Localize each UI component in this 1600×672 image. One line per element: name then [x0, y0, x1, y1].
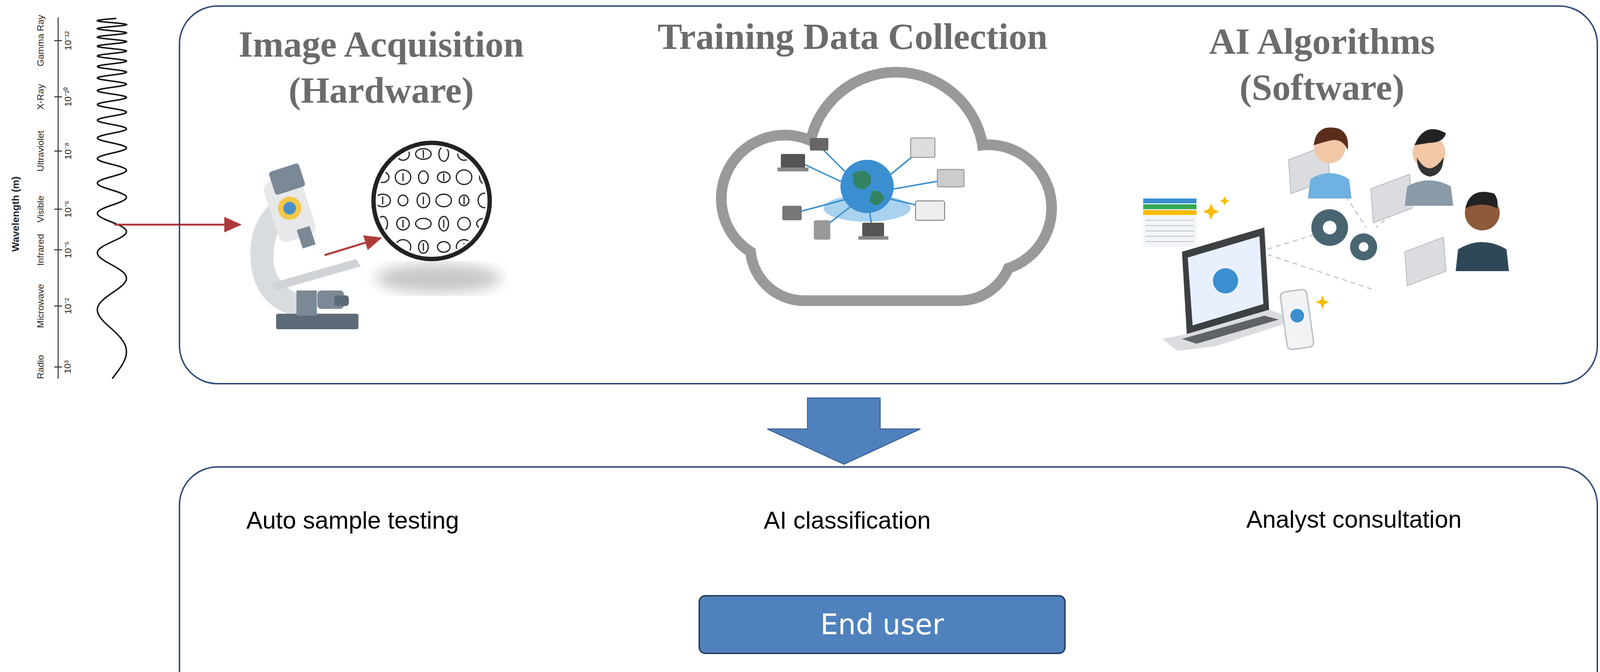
wavelength-value: 10⁻⁸: [61, 142, 75, 160]
band-name: Infrared: [35, 233, 47, 266]
band-name: Visible: [35, 195, 47, 223]
network-icon: [777, 138, 964, 240]
wavelength-value: 10⁻²: [61, 297, 75, 314]
band-name: Microwave: [35, 284, 47, 329]
bottom-panel: Auto sample testing AI classification Anal…: [178, 466, 1599, 672]
axis-title: Wavelength (m): [9, 176, 22, 252]
light-arrow: [114, 223, 240, 226]
output-label: Auto sample testing: [246, 506, 459, 535]
section-heading: Training Data Collection: [657, 13, 1048, 60]
cloud: [726, 77, 1047, 296]
band-name: Radio: [35, 355, 47, 380]
wavelength-value: 10⁻¹²: [61, 31, 75, 51]
seed-shapes: [374, 146, 493, 255]
magnify-arrow: [324, 238, 381, 256]
wavelength-value: 10⁻⁵: [61, 241, 75, 259]
wavelength-value: 10⁻¹⁰: [61, 87, 75, 107]
spectrum-scale: [54, 17, 127, 379]
band-name: Gamma Ray: [35, 15, 47, 67]
microscope: [250, 162, 361, 330]
ai-team-illustration: [1143, 127, 1509, 352]
end-user-box: End user: [698, 595, 1066, 655]
node-label: End user: [820, 608, 944, 642]
output-label: AI classification: [763, 506, 932, 535]
section-heading: Image Acquisition (Hardware): [206, 21, 556, 114]
block-arrow: [767, 398, 921, 465]
shadow: [375, 264, 502, 294]
magnifier-circle: [373, 142, 490, 260]
section-heading: AI Algorithms (Software): [1186, 18, 1458, 111]
band-name: X-Ray: [35, 84, 47, 110]
wavelength-value: 10³: [62, 360, 74, 374]
top-panel: Image Acquisition (Hardware) Training Dat…: [178, 5, 1599, 385]
wavelength-value: 10⁻⁶: [61, 201, 75, 218]
output-label: Analyst consultation: [1246, 505, 1462, 534]
band-name: Ultraviolet: [35, 130, 47, 172]
